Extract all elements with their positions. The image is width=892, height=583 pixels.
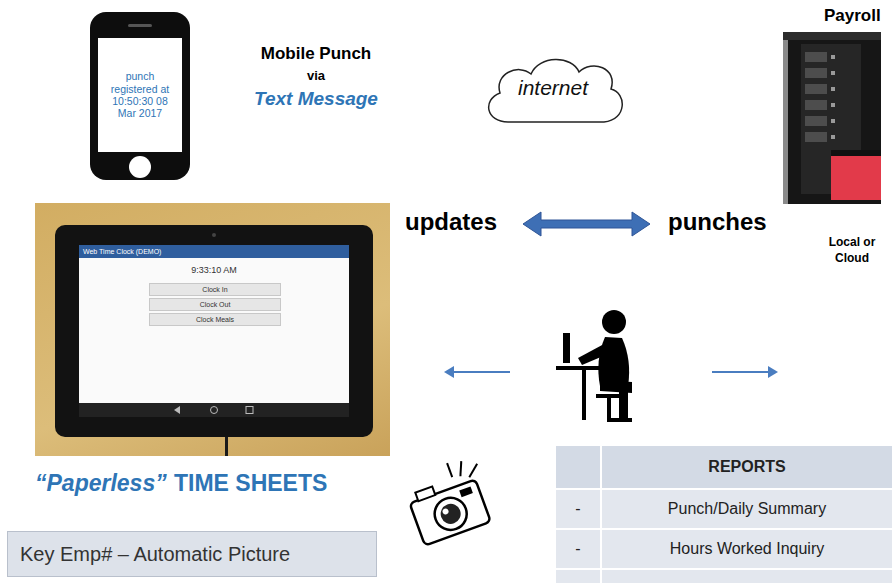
button-label: Clock Meals <box>150 314 280 325</box>
cloud-node: internet <box>478 50 628 132</box>
clock-button: Clock In <box>149 283 281 296</box>
table-cell <box>556 446 600 488</box>
table-cell: - <box>556 530 600 568</box>
phone-node: punch registered at 10:50:30 08 Mar 2017 <box>90 12 190 180</box>
table-bullet: - <box>575 500 580 518</box>
table-bullet: - <box>575 540 580 558</box>
table-cell: - <box>556 490 600 528</box>
caption-text: Key Emp# – Automatic Picture <box>20 543 290 566</box>
highlight-label: Text Message <box>226 88 406 110</box>
table-cell-text: Punch/Daily Summary <box>668 500 826 518</box>
table-cell: REPORTS <box>602 446 892 488</box>
phone-speaker <box>128 24 152 27</box>
small-label: via <box>226 68 406 83</box>
tablet-camera-dot <box>212 233 216 237</box>
flow-label: punches <box>668 208 767 236</box>
left-arrow <box>444 366 510 378</box>
table-cell <box>556 570 600 583</box>
tablet-node: Web Time Clock (DEMO) 9:33:10 AM Clock In C… <box>35 203 390 456</box>
title-bar: Web Time Clock (DEMO) <box>79 245 349 258</box>
person-at-computer <box>556 310 632 422</box>
table-cell <box>602 570 892 583</box>
right-arrow <box>712 366 778 378</box>
phone-screen: punch registered at 10:50:30 08 Mar 2017 <box>98 38 182 152</box>
table-cell-text: Hours Worked Inquiry <box>670 540 824 558</box>
clock-button: Clock Out <box>149 298 281 311</box>
nav-bar <box>79 403 349 417</box>
double-arrow <box>523 212 650 236</box>
server-heading: Payroll <box>824 6 881 26</box>
nav-icons <box>79 403 349 417</box>
screen-title: Web Time Clock (DEMO) <box>79 245 349 258</box>
button-label: Clock Out <box>150 299 280 310</box>
title-label: TIME SHEETS <box>174 470 327 497</box>
clock-holder: 9:33:10 AM <box>79 265 349 275</box>
table-header: REPORTS <box>708 458 785 476</box>
cloud-label-holder: internet <box>478 54 628 122</box>
table-cell: Hours Worked Inquiry <box>602 530 892 568</box>
phone-home-button <box>129 156 151 178</box>
table-cell: Punch/Daily Summary <box>602 490 892 528</box>
cloud-label: internet <box>518 76 588 100</box>
phone-screen-text: punch registered at 10:50:30 08 Mar 2017 <box>110 70 170 120</box>
button-label: Clock In <box>150 284 280 295</box>
tablet-screen: Web Time Clock (DEMO) 9:33:10 AM Clock In C… <box>79 245 349 417</box>
flow-label: updates <box>405 208 497 236</box>
tablet-bezel: Web Time Clock (DEMO) 9:33:10 AM Clock In C… <box>55 225 373 437</box>
server-drawing <box>783 32 883 204</box>
clock-time: 9:33:10 AM <box>79 265 349 275</box>
note-label: Local or Cloud <box>820 234 884 266</box>
server-node: Payroll <box>778 6 890 204</box>
title-label: “Paperless” <box>35 470 167 497</box>
reports-table: REPORTS - Punch/Daily Summary - Hours Worked… <box>556 446 892 583</box>
clock-button: Clock Meals <box>149 313 281 326</box>
heading-label: Mobile Punch <box>226 44 406 64</box>
caption-box: Key Emp# – Automatic Picture <box>7 531 377 577</box>
cloud-shape <box>489 59 623 122</box>
camera-icon <box>401 453 497 545</box>
